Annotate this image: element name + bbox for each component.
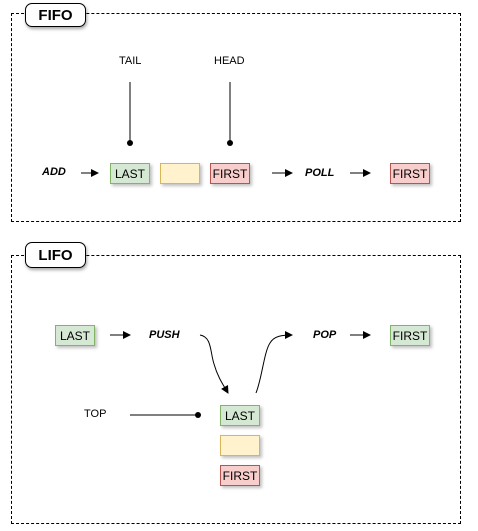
lifo-output-first: FIRST (390, 325, 430, 346)
lifo-input-last: LAST (55, 325, 95, 346)
pop-label: POP (313, 329, 337, 341)
tail-pointer-dot (127, 140, 133, 146)
fifo-queue-middle (160, 163, 200, 184)
lifo-title: LIFO (25, 242, 86, 268)
add-label: ADD (42, 166, 66, 178)
fifo-queue-first: FIRST (210, 163, 250, 184)
lifo-stack-first: FIRST (220, 465, 260, 486)
lifo-stack-last: LAST (220, 405, 260, 426)
top-label: TOP (84, 408, 107, 420)
fifo-queue-last: LAST (110, 163, 150, 184)
lifo-panel (11, 255, 461, 524)
fifo-panel (11, 13, 461, 222)
head-pointer-dot (227, 140, 233, 146)
tail-label: TAIL (119, 55, 142, 67)
fifo-output-first: FIRST (390, 163, 430, 184)
head-label: HEAD (214, 55, 245, 67)
push-label: PUSH (149, 329, 180, 341)
fifo-title: FIFO (25, 3, 86, 27)
push-to-stack-arrow (199, 334, 229, 394)
top-pointer-dot (195, 412, 201, 418)
lifo-stack-middle (220, 435, 260, 456)
poll-label: POLL (305, 167, 335, 179)
stack-to-pop-arrow (255, 331, 293, 394)
